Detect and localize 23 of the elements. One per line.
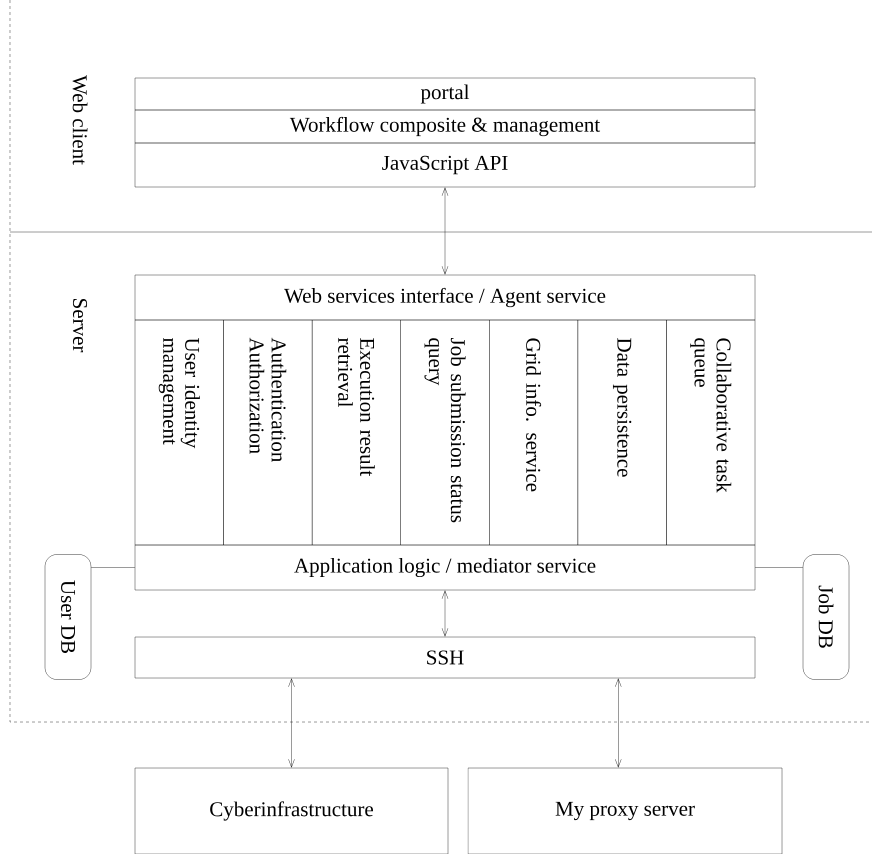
layer-box: portal [134,78,756,110]
service-column: User identity management [134,320,224,546]
arrow [615,678,622,768]
service-column: Execution result retrieval [312,320,401,546]
arrow [442,590,448,636]
service-column: Authentication Authorization [223,320,312,546]
layer-box: Application logic / mediator service [134,544,756,590]
section-label: Web client [72,75,88,165]
system-box: Cyberinfrastructure [134,768,448,854]
service-column: Job submission status query [400,320,490,546]
service-column: Data persistence [578,320,667,546]
layer-box: JavaScript API [134,142,756,188]
arrow [442,188,448,274]
section-label: Server [72,299,88,352]
service-column: Collaborative task queue [666,320,756,546]
layer-box: Workflow composite & management [134,110,756,144]
layer-box: Web services interface / Agent service [134,274,756,320]
system-box: My proxy server [468,768,782,854]
layer-box: SSH [134,636,756,678]
arrow [288,678,295,768]
database-box: User DB [44,554,92,680]
database-box: Job DB [802,554,850,680]
service-column: Grid info. service [489,320,578,546]
